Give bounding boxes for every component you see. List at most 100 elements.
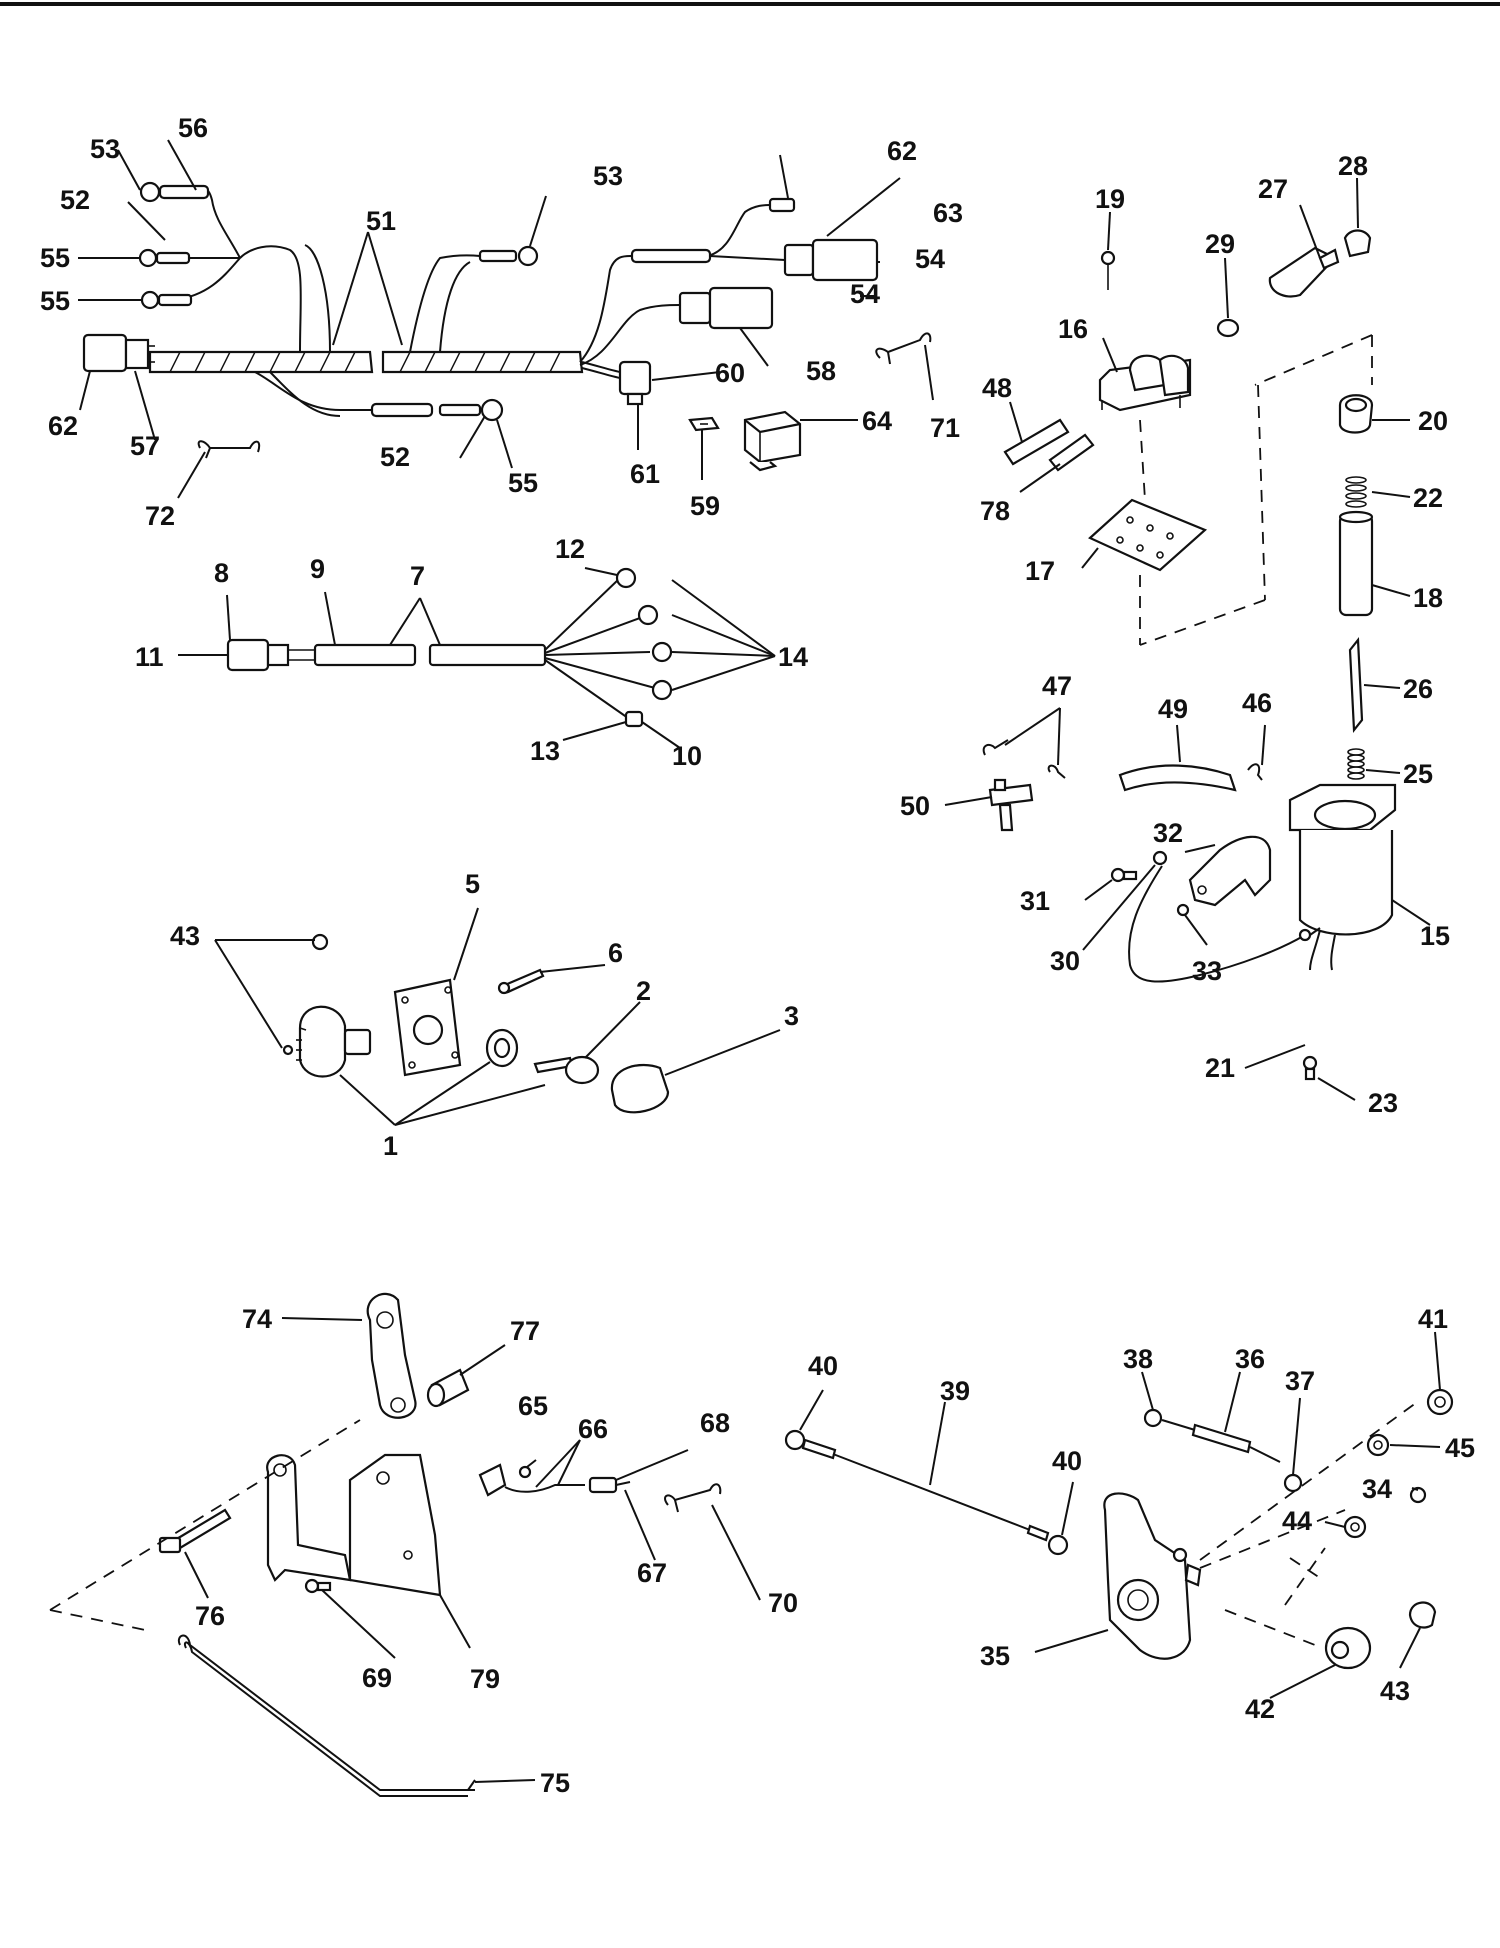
callout-53b: 53 (593, 161, 623, 191)
callout-11: 11 (135, 642, 164, 672)
callout-31: 32 (1153, 818, 1183, 848)
bushing-77 (426, 1368, 470, 1408)
callout-9: 9 (310, 554, 325, 584)
callout-26: 28 (1338, 151, 1368, 181)
callout-57: 57 (130, 431, 160, 461)
callout-64: 64 (862, 406, 892, 436)
rod-39 (784, 1429, 1069, 1556)
screws-29-30-32 (1110, 867, 1318, 1081)
ground-lead-21-28 (1128, 850, 1321, 983)
mounting-plate-17 (1088, 498, 1208, 572)
rod-guide-line-1 (49, 1419, 361, 1611)
cable-assembly-7 (226, 567, 673, 728)
callout-41: 41 (1418, 1304, 1448, 1334)
callout-47: 47 (1042, 671, 1072, 701)
clip-72 (197, 440, 261, 459)
callout-52: 52 (60, 185, 90, 215)
callout-54b: 54 (850, 279, 880, 309)
callout-23: 25 (1403, 759, 1433, 789)
callout-25: 27 (1258, 174, 1288, 204)
callout-43: 44 (1282, 1506, 1312, 1536)
callout-40b: 40 (1052, 1446, 1082, 1476)
linkage-guide-lines (1199, 1399, 1421, 1646)
callout-44: 45 (1445, 1433, 1475, 1463)
rod-guide-line-2 (49, 1609, 146, 1631)
callout-2: 2 (636, 976, 651, 1006)
callout-46: 46 (1242, 688, 1272, 718)
callout-61: 61 (630, 459, 660, 489)
callout-45: 43 (170, 921, 200, 951)
bracket-79 (266, 1453, 442, 1597)
callout-19: 19 (1095, 184, 1125, 214)
o-ring-27 (1216, 318, 1240, 338)
primer-25-26 (1268, 229, 1372, 298)
callout-38: 38 (1123, 1344, 1153, 1374)
callout-72: 72 (145, 501, 175, 531)
callout-74: 74 (242, 1304, 272, 1334)
callout-70: 70 (768, 1588, 798, 1618)
callout-10: 10 (672, 741, 702, 771)
callout-51: 51 (366, 206, 396, 236)
link-rod-75 (177, 1634, 476, 1797)
callout-18: 18 (1413, 583, 1443, 613)
callout-63: 63 (933, 198, 963, 228)
assembly-guide-lines (1139, 334, 1373, 646)
fuse-59 (688, 416, 720, 432)
callout-42: 43 (1380, 1676, 1410, 1706)
callout-17: 17 (1025, 556, 1055, 586)
callout-33: 34 (1362, 1474, 1392, 1504)
callout-37: 37 (1285, 1366, 1315, 1396)
clip-71 (875, 332, 932, 365)
bracket-31 (1188, 835, 1272, 907)
callout-8: 8 (214, 558, 229, 588)
callout-28: 30 (1050, 946, 1080, 976)
callout-1: 1 (383, 1131, 398, 1161)
callout-53: 53 (90, 134, 120, 164)
ignition-switch-assembly (282, 933, 670, 1114)
callout-30: 31 (1020, 886, 1050, 916)
callout-12: 12 (555, 534, 585, 564)
callout-55c: 55 (508, 468, 538, 498)
callout-36: 36 (1235, 1344, 1265, 1374)
callout-5: 5 (465, 869, 480, 899)
ignition-coil-16 (1098, 250, 1192, 412)
callout-58: 58 (806, 356, 836, 386)
callout-59: 59 (690, 491, 720, 521)
callout-20: 20 (1418, 406, 1448, 436)
callout-numbers: 56 53 52 55 55 51 53 62 63 54 54 58 60 6… (40, 113, 1475, 1798)
callout-29: 23 (1368, 1088, 1398, 1118)
callout-32: 33 (1192, 956, 1222, 986)
callout-22: 22 (1413, 483, 1443, 513)
callout-68: 68 (700, 1408, 730, 1438)
callout-60: 60 (715, 358, 745, 388)
callout-55: 55 (40, 243, 70, 273)
callout-79: 79 (470, 1664, 500, 1694)
callout-14: 14 (778, 642, 808, 672)
lever-74 (366, 1292, 417, 1419)
callout-67: 67 (637, 1558, 667, 1588)
callout-76: 76 (195, 1601, 225, 1631)
callout-27: 29 (1205, 229, 1235, 259)
callout-65: 65 (518, 1391, 548, 1421)
leader-lines (78, 139, 1441, 1783)
throttle-arm-34 (1103, 1492, 1202, 1660)
callout-78: 78 (980, 496, 1010, 526)
callout-40: 40 (808, 1351, 838, 1381)
callout-48: 48 (982, 373, 1012, 403)
callout-6: 6 (608, 938, 623, 968)
callout-50: 50 (900, 791, 930, 821)
callout-75: 75 (540, 1768, 570, 1798)
nuts-washers-33-44 (1343, 1388, 1454, 1629)
tee-fitting-50 (988, 778, 1034, 832)
callout-24: 26 (1403, 674, 1433, 704)
hose-49 (1118, 764, 1237, 792)
callout-54: 54 (915, 244, 945, 274)
screw-69 (304, 1578, 332, 1594)
clamps-46-47 (982, 739, 1263, 781)
callout-15: 15 (1420, 921, 1450, 951)
solenoid-parts-18-24 (1338, 394, 1374, 780)
bolt-76 (158, 1508, 232, 1554)
callout-71: 71 (930, 413, 960, 443)
